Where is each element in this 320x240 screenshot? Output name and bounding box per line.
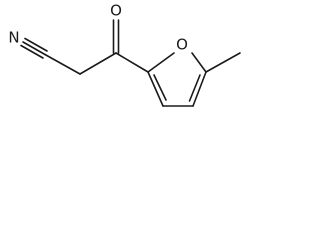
nitrogen-atom-label: N [8,29,19,47]
bond-nitrile-ch2 [44,53,81,75]
furan-oxygen-label: O [176,36,188,54]
bond-ch2-carbonyl [79,52,117,75]
bond-methyl [205,52,241,73]
furan-ring [147,52,207,107]
bond-carbonyl-furan [115,52,149,73]
nitrile-triple-bond [20,37,48,59]
carbonyl-double-bond [112,19,120,54]
carbonyl-oxygen-label: O [110,2,122,20]
chemical-structure-diagram: N O O [8,2,241,107]
